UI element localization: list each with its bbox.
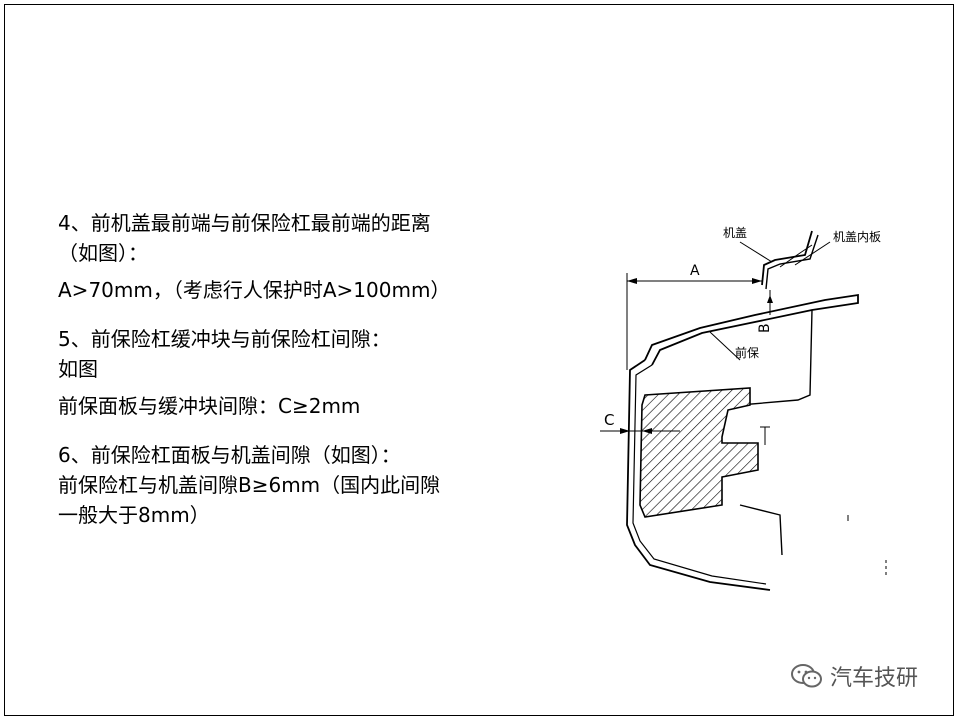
dim-c-arrow-right [642, 428, 652, 434]
hood-outer [761, 230, 813, 286]
dim-a-label: A [690, 263, 700, 279]
inner-panel-leader [794, 241, 831, 266]
section6-line3: 一般大于8mm） [58, 503, 210, 527]
section5-line2: 如图 [58, 357, 98, 381]
bumper-face-inner [632, 364, 767, 585]
section5-line1: 5、前保险杠缓冲块与前保险杠间隙： [58, 327, 391, 351]
dim-a-arrow-right [752, 278, 762, 284]
section6-line2: 前保险杠与机盖间隙B≥6mm（国内此间隙 [58, 473, 441, 497]
buffer-block [639, 387, 759, 518]
section4-line1: 4、前机盖最前端与前保险杠最前端的距离 [58, 211, 431, 235]
front-bumper-leader [709, 331, 741, 361]
section6-line1: 6、前保险杠面板与机盖间隙（如图）： [58, 443, 401, 467]
section4-line3: A>70mm，（考虑行人保护时A>100mm） [58, 278, 451, 302]
bumper-face [626, 359, 771, 591]
watermark-text: 汽车技研 [830, 666, 919, 691]
wechat-icon [791, 664, 822, 688]
slide-frame [4, 4, 954, 716]
content-text: 4、前机盖最前端与前保险杠最前端的距离 （如图）： A>70mm，（考虑行人保护… [58, 208, 528, 530]
dim-a-arrow-left [627, 278, 637, 284]
lower-structure [739, 504, 783, 556]
rear-structure [739, 309, 813, 406]
hood-outer-2 [765, 234, 819, 290]
section4-line2: （如图）： [58, 241, 148, 265]
dim-c-label: C [604, 411, 614, 429]
section5-line3: 前保面板与缓冲块间隙：C≥2mm [58, 394, 361, 418]
label-hood: 机盖 [723, 226, 747, 240]
label-front-bumper: 前保 [735, 345, 759, 360]
watermark: 汽车技研 [790, 660, 918, 692]
hood-inner-panel [779, 244, 813, 268]
dim-b-arrow-top [767, 295, 773, 303]
dim-b-label: B [757, 323, 773, 333]
bumper-section-diagram: A B C 前保 机盖 机盖内板 [600, 226, 887, 591]
dim-c-arrow-left [620, 428, 630, 434]
label-inner-panel: 机盖内板 [833, 230, 881, 244]
hood-leader [739, 241, 773, 263]
bumper-top [644, 293, 859, 366]
